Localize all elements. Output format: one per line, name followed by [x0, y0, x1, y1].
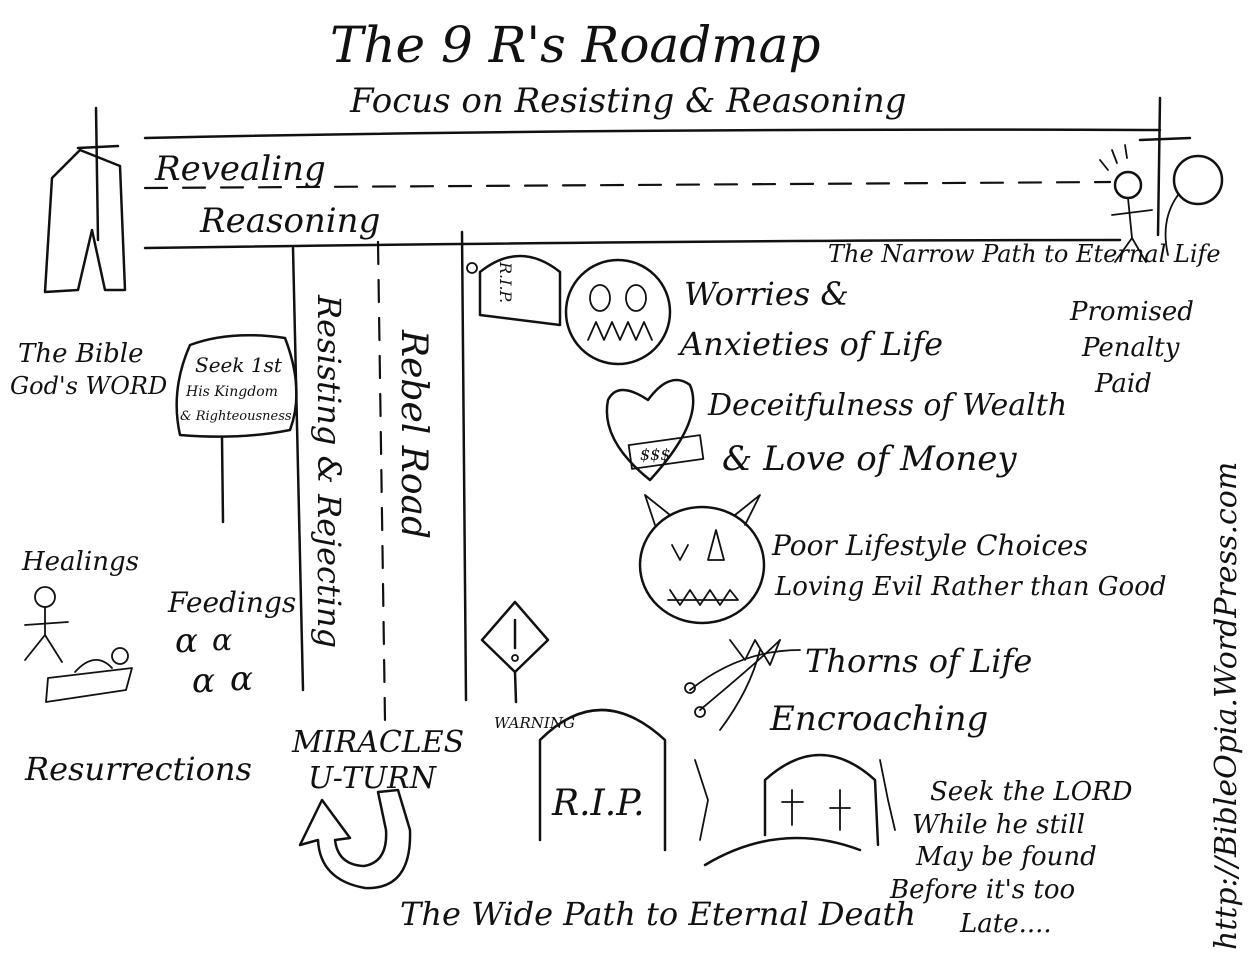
small-rip-label: R.I.P.	[496, 261, 515, 303]
miracles-label: MIRACLES	[291, 725, 464, 760]
wide-path-label: The Wide Path to Eternal Death	[400, 895, 916, 933]
lane-revealing-label: Revealing	[154, 149, 326, 189]
road-top-edge	[143, 128, 1162, 140]
money-label: & Love of Money	[722, 439, 1017, 479]
svg-text:α: α	[230, 659, 253, 699]
source-url: http://BibleOpia.WordPress.com	[1209, 462, 1244, 950]
worries-label: Worries &	[684, 275, 849, 313]
gods-word-label: God's WORD	[10, 372, 167, 400]
penalty-label: Penalty	[1081, 333, 1180, 363]
seek-sign-line2: His Kingdom	[185, 384, 278, 400]
warning-sign-icon	[480, 600, 550, 704]
promised-label: Promised	[1069, 297, 1194, 327]
lane-rebel-road-label: Rebel Road	[393, 329, 434, 539]
narrow-path-label: The Narrow Path to Eternal Life	[828, 240, 1221, 268]
small-tombstone-icon	[466, 254, 562, 327]
uturn-arrow-icon	[298, 788, 412, 890]
lifestyle-label: Poor Lifestyle Choices	[771, 529, 1088, 562]
seek-sign-line1: Seek 1st	[195, 353, 283, 377]
uturn-label: U-TURN	[308, 761, 438, 796]
resurrections-label: Resurrections	[24, 750, 252, 788]
healing-figure-icon	[24, 586, 133, 703]
anxieties-label: Anxieties of Life	[677, 325, 943, 363]
bible-cross-icon	[43, 106, 127, 294]
lane-resisting-label: Resisting & Rejecting	[310, 294, 348, 648]
evil-label: Loving Evil Rather than Good	[774, 572, 1167, 602]
paid-label: Paid	[1094, 369, 1152, 399]
feedings-label: Feedings	[167, 586, 296, 619]
svg-text:α: α	[175, 621, 198, 661]
thorns-label: Thorns of Life	[805, 642, 1032, 680]
graves-hill-icon	[694, 753, 896, 867]
fish-icons: α α α α	[175, 621, 253, 701]
devil-face-icon	[638, 494, 766, 625]
road-bottom-edge	[143, 238, 1122, 250]
bible-label: The Bible	[18, 339, 144, 369]
road-vertical-dashes	[376, 240, 387, 722]
seek-lord-line4: Before it's too	[889, 875, 1075, 905]
heart-money-icon	[605, 378, 705, 482]
big-tombstone-icon	[538, 708, 667, 852]
svg-text:α: α	[192, 661, 215, 701]
road-center-dashes	[143, 180, 1112, 190]
seek-lord-line2: While he still	[912, 810, 1085, 840]
encroaching-label: Encroaching	[769, 699, 988, 739]
svg-text:α: α	[212, 623, 232, 658]
road-vertical-left-edge	[291, 246, 305, 692]
seek-lord-line5: Late....	[959, 909, 1052, 939]
seek-sign-line3: & Righteousness	[180, 409, 292, 424]
tombstone-label: R.I.P.	[551, 783, 645, 824]
page-title: The 9 R's Roadmap	[330, 16, 820, 74]
road-vertical-right-edge	[460, 230, 468, 702]
page-subtitle: Focus on Resisting & Reasoning	[349, 81, 906, 121]
money-tag-label: $$$	[640, 445, 671, 464]
lane-reasoning-label: Reasoning	[199, 201, 380, 241]
wealth-label: Deceitfulness of Wealth	[707, 388, 1067, 423]
worried-face-icon	[564, 258, 672, 366]
seek-lord-line3: May be found	[915, 842, 1097, 872]
thorns-icon	[684, 639, 801, 731]
cross-figure-icon	[1099, 96, 1224, 263]
seek-lord-line1: Seek the LORD	[930, 777, 1133, 807]
healings-label: Healings	[21, 547, 139, 577]
seek-first-sign-icon	[175, 334, 298, 524]
